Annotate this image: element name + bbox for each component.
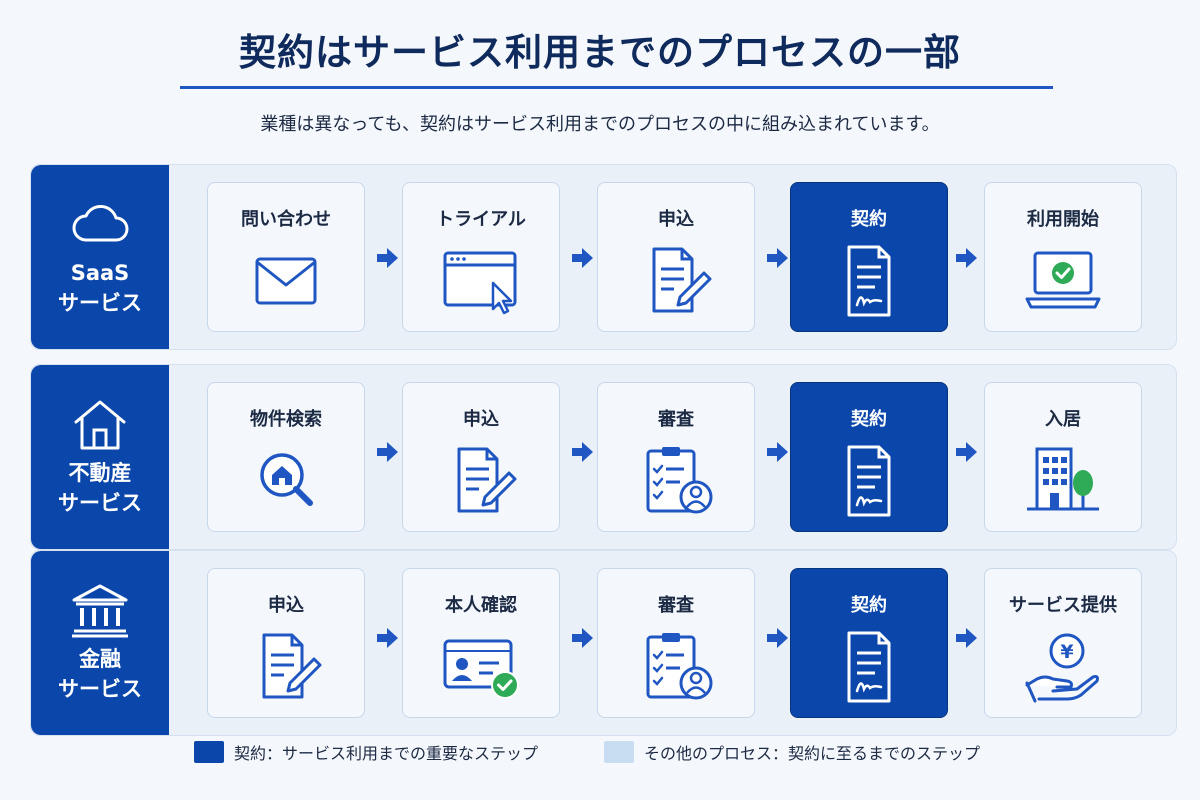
step-card: 申込 [597, 182, 755, 332]
step-card: 審査 [597, 568, 755, 718]
step-card-contract: 契約 [790, 182, 948, 332]
step-card: 本人確認 [402, 568, 560, 718]
clipboard-person-icon [646, 633, 713, 700]
laptop-check-icon [1025, 251, 1101, 309]
flow-arrow-icon [377, 442, 398, 462]
document-pen-icon [652, 247, 712, 313]
row-category-line: サービス [58, 677, 142, 701]
step-label: 契約 [851, 209, 887, 230]
step-label: 審査 [658, 595, 694, 616]
step-card: サービス提供 ¥ [984, 568, 1142, 718]
step-card: 利用開始 [984, 182, 1142, 332]
row-category-finance: 金融 サービス [31, 551, 169, 735]
step-label: サービス提供 [1009, 595, 1117, 616]
process-row-finance: 金融 サービス 申込 本人確認 審査 [30, 550, 1177, 736]
row-category-line: サービス [58, 291, 142, 315]
legend-swatch-other [604, 741, 634, 763]
flow-arrow-icon [572, 628, 593, 648]
step-label: 本人確認 [445, 595, 517, 616]
flow-arrow-icon [767, 628, 788, 648]
hand-yen-coin-icon: ¥ [1025, 633, 1099, 703]
flow-arrow-icon [956, 442, 977, 462]
step-card: トライアル [402, 182, 560, 332]
id-card-check-icon [443, 639, 519, 699]
step-label: 利用開始 [1027, 209, 1099, 230]
house-search-icon [260, 453, 313, 506]
cloud-icon [72, 205, 129, 242]
page-subtitle: 業種は異なっても、契約はサービス利用までのプロセスの中に組み込まれています。 [260, 114, 940, 135]
clipboard-person-icon [646, 447, 713, 514]
legend-label-contract: 契約：サービス利用までの重要なステップ [234, 744, 539, 763]
signed-document-icon [847, 631, 891, 703]
row-category-line: サービス [58, 491, 142, 515]
legend-contract: 契約：サービス利用までの重要なステップ [194, 740, 538, 764]
step-label: 入居 [1045, 409, 1081, 430]
row-category-line: 不動産 [68, 461, 132, 485]
flow-arrow-icon [956, 628, 977, 648]
step-card: 物件検索 [207, 382, 365, 532]
flow-arrow-icon [767, 442, 788, 462]
step-label: 問い合わせ [241, 209, 331, 230]
row-category-line: 金融 [79, 647, 121, 671]
page-title: 契約はサービス利用までのプロセスの一部 [239, 31, 961, 74]
process-row-real-estate: 不動産 サービス 物件検索 申込 審査 [30, 364, 1177, 550]
step-label: 申込 [658, 209, 694, 230]
step-label: トライアル [436, 209, 526, 230]
legend-label-other: その他のプロセス：契約に至るまでのステップ [644, 744, 981, 763]
step-label: 申込 [463, 409, 499, 430]
envelope-icon [255, 257, 317, 305]
signed-document-icon [847, 245, 891, 317]
step-card: 入居 [984, 382, 1142, 532]
building-tree-icon [1027, 447, 1099, 511]
step-card: 問い合わせ [207, 182, 365, 332]
process-row-saas: SaaS サービス 問い合わせ トライアル 申込 契約 [30, 164, 1177, 350]
flow-arrow-icon [377, 248, 398, 268]
house-icon [74, 400, 126, 450]
row-category-line: SaaS [70, 261, 130, 285]
signed-document-icon [847, 445, 891, 517]
bank-icon [72, 584, 128, 638]
step-card: 申込 [402, 382, 560, 532]
step-card: 審査 [597, 382, 755, 532]
title-underline [180, 86, 1053, 89]
flow-arrow-icon [377, 628, 398, 648]
step-label: 物件検索 [250, 409, 322, 430]
step-card-contract: 契約 [790, 568, 948, 718]
step-label: 申込 [268, 595, 304, 616]
step-label: 契約 [851, 409, 887, 430]
legend-swatch-contract [194, 741, 224, 763]
document-pen-icon [262, 633, 322, 699]
row-category-real-estate: 不動産 サービス [31, 365, 169, 549]
legend-other: その他のプロセス：契約に至るまでのステップ [604, 740, 980, 764]
flow-arrow-icon [767, 248, 788, 268]
step-label: 契約 [851, 595, 887, 616]
flow-arrow-icon [572, 442, 593, 462]
browser-cursor-icon [443, 251, 517, 315]
flow-arrow-icon [572, 248, 593, 268]
step-label: 審査 [658, 409, 694, 430]
step-card-contract: 契約 [790, 382, 948, 532]
step-card: 申込 [207, 568, 365, 718]
document-pen-icon [457, 447, 517, 513]
svg-text:¥: ¥ [1060, 641, 1073, 663]
row-category-saas: SaaS サービス [31, 165, 169, 349]
flow-arrow-icon [956, 248, 977, 268]
